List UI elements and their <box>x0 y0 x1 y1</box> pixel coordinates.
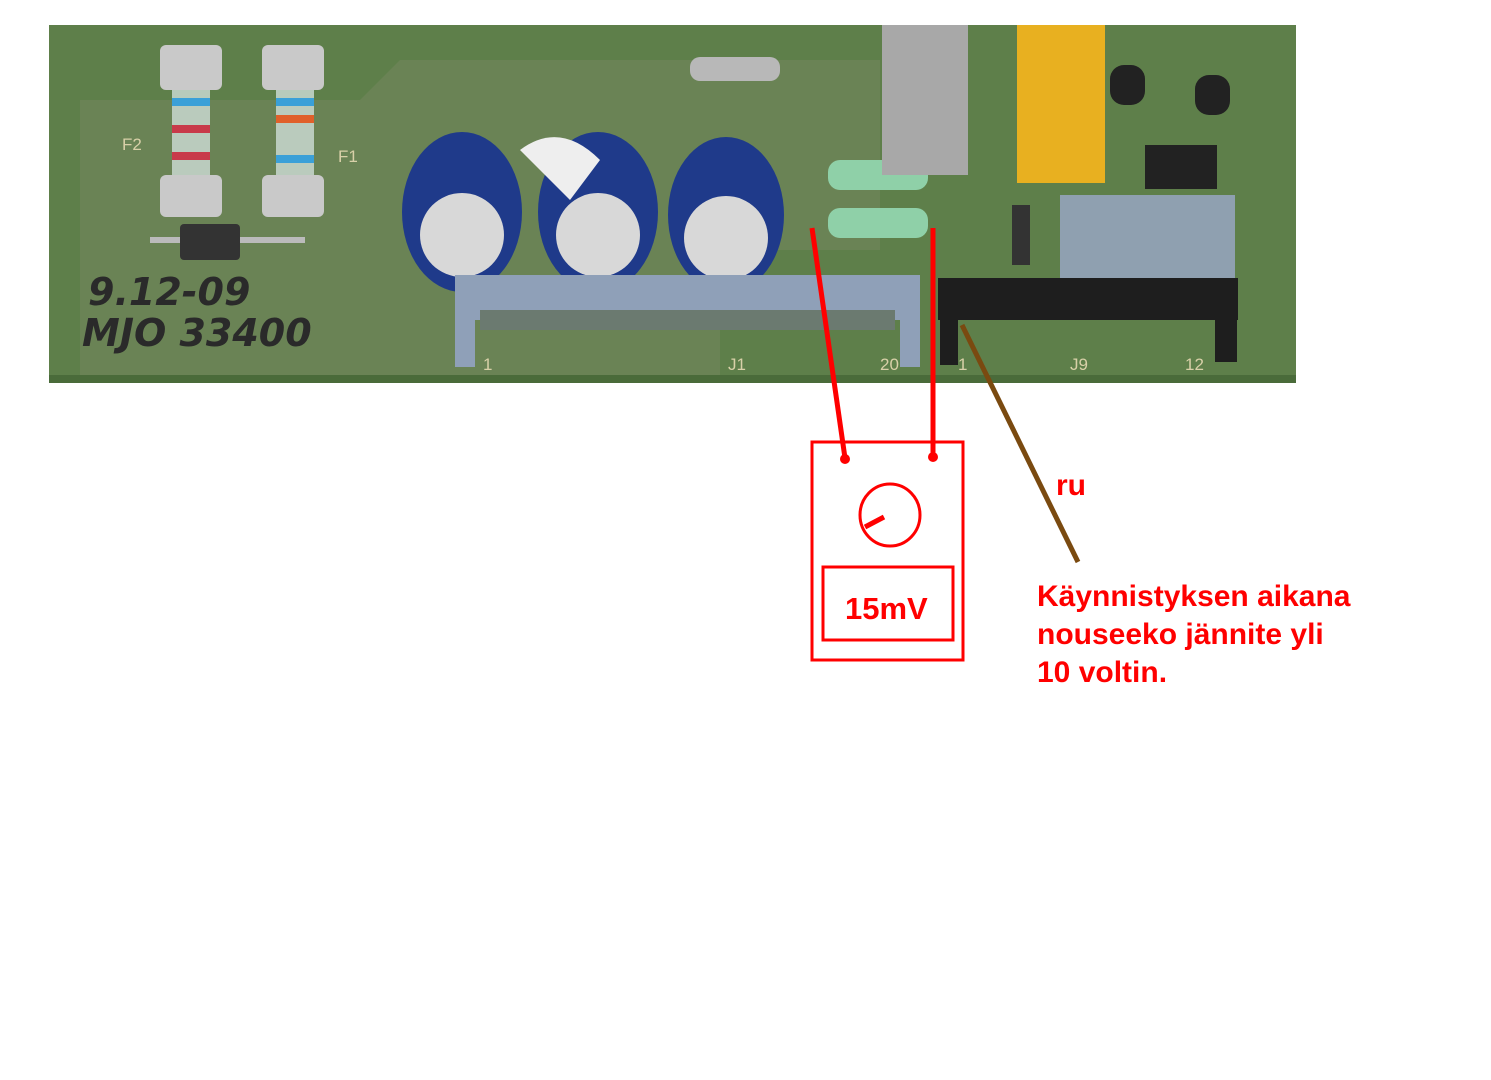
connector-j1 <box>455 275 920 367</box>
note-line-2: nouseeko jännite yli <box>1037 618 1324 651</box>
pcb-photo: F2 F1 <box>49 25 1296 383</box>
meter-display <box>821 565 955 642</box>
j1-pin-1-label: 1 <box>483 355 492 374</box>
note-line-3: 10 voltin. <box>1037 656 1167 689</box>
fuse-f2 <box>160 45 222 217</box>
wire-label: ru <box>1056 469 1086 502</box>
fuse-label-f1: F1 <box>338 147 358 166</box>
capacitors <box>402 132 784 293</box>
fuse-f1 <box>262 45 324 217</box>
j1-label: J1 <box>728 355 746 374</box>
meter-dial-icon <box>858 482 922 548</box>
probe-wire-left <box>809 227 848 459</box>
relay <box>1017 25 1105 183</box>
meter-reading: 15mV <box>845 591 928 626</box>
j9-pin-12-label: 12 <box>1185 355 1204 374</box>
heatsink-component <box>882 25 968 175</box>
connector-j9 <box>938 278 1238 365</box>
fuse-label-f2: F2 <box>122 135 142 154</box>
resistor <box>828 208 928 238</box>
handwritten-date: 9.12-09 <box>88 270 250 314</box>
brown-wire <box>959 323 1081 564</box>
j9-pin-1-label: 1 <box>958 355 967 374</box>
diode <box>180 224 240 260</box>
note-line-1: Käynnistyksen aikana <box>1037 580 1351 613</box>
multimeter: 15mV <box>810 440 965 662</box>
handwritten-serial: MJO 33400 <box>82 311 312 355</box>
j1-pin-20-label: 20 <box>880 355 899 374</box>
j9-label: J9 <box>1070 355 1088 374</box>
